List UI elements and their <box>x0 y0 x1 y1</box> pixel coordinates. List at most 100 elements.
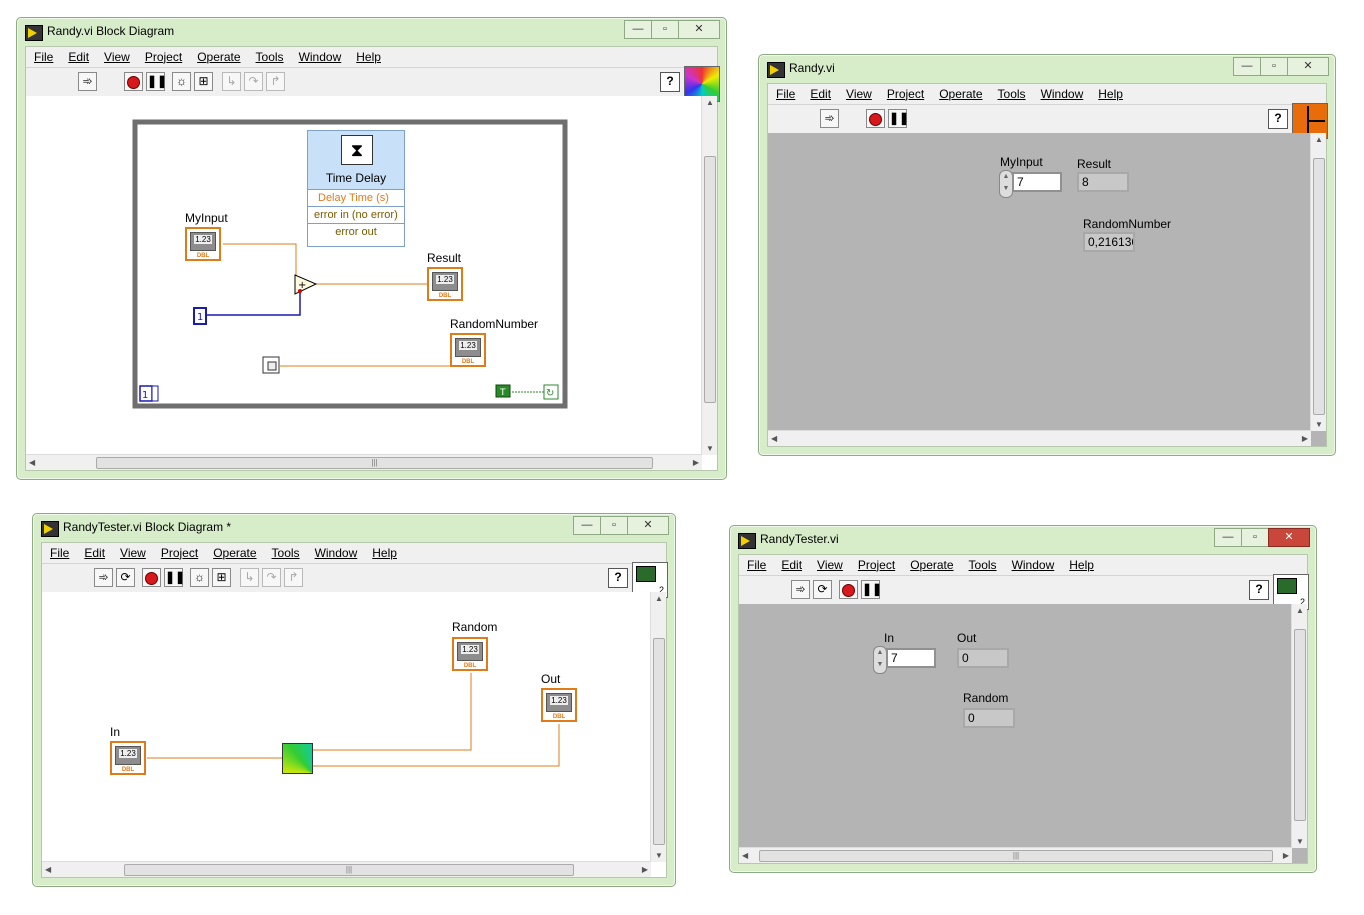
scroll-right-icon[interactable]: ▶ <box>1301 434 1308 443</box>
time-delay-express-vi[interactable]: ⧗ Time Delay Delay Time (s) error in (no… <box>307 130 405 247</box>
menu-help[interactable]: Help <box>1069 558 1094 572</box>
scroll-left-icon[interactable]: ◀ <box>771 434 778 443</box>
close-button[interactable]: ✕ <box>1287 57 1329 76</box>
true-constant[interactable] <box>495 384 511 398</box>
abort-button[interactable] <box>866 109 885 128</box>
menu-view[interactable]: View <box>846 87 872 101</box>
menu-operate[interactable]: Operate <box>939 87 983 101</box>
context-help-button[interactable]: ? <box>1268 109 1288 129</box>
step-over-icon[interactable]: ↷ <box>262 568 281 587</box>
vertical-scroll-thumb[interactable] <box>1294 629 1306 821</box>
scroll-right-icon[interactable]: ▶ <box>641 865 648 874</box>
vertical-scroll-thumb[interactable] <box>704 156 716 403</box>
menu-window[interactable]: Window <box>1011 558 1055 572</box>
vertical-scrollbar[interactable]: ▲ ▼ <box>701 96 717 455</box>
close-button[interactable]: ✕ <box>627 516 669 535</box>
front-panel-canvas[interactable]: In ▲▼ 7 Out 0 Random 0 ▲ ▼ ◀ ||| ▶ <box>739 604 1307 863</box>
menu-file[interactable]: File <box>776 87 796 101</box>
vertical-scrollbar[interactable]: ▲ ▼ <box>650 592 666 862</box>
horizontal-scrollbar[interactable]: ◀ ▶ <box>768 430 1311 446</box>
horizontal-scrollbar[interactable]: ◀ ||| ▶ <box>42 861 651 877</box>
scroll-down-icon[interactable]: ▼ <box>1315 420 1323 429</box>
run-arrow-icon[interactable]: ➾ <box>791 580 810 599</box>
vertical-scroll-thumb[interactable] <box>1313 158 1325 415</box>
run-continuously-icon[interactable]: ⟳ <box>813 580 832 599</box>
scroll-up-icon[interactable]: ▲ <box>655 594 663 603</box>
scroll-up-icon[interactable]: ▲ <box>1315 135 1323 144</box>
horizontal-scroll-thumb[interactable]: ||| <box>96 457 653 469</box>
pause-button[interactable]: ❚❚ <box>861 580 882 599</box>
block-diagram-canvas[interactable]: + T ↻ 1 1 ⧗ <box>26 96 717 470</box>
minimize-button[interactable]: — <box>1214 528 1242 547</box>
step-over-icon[interactable]: ↷ <box>244 72 263 91</box>
menu-operate[interactable]: Operate <box>910 558 954 572</box>
in-numeric-control[interactable]: 7 <box>886 648 936 668</box>
horizontal-scroll-thumb[interactable]: ||| <box>759 850 1273 862</box>
scroll-down-icon[interactable]: ▼ <box>655 851 663 860</box>
pause-button[interactable]: ❚❚ <box>888 109 909 128</box>
menu-edit[interactable]: Edit <box>781 558 803 572</box>
menu-help[interactable]: Help <box>1098 87 1123 101</box>
abort-button[interactable] <box>839 580 858 599</box>
out-indicator-terminal[interactable]: 1.23 DBL <box>541 688 577 722</box>
menu-help[interactable]: Help <box>372 546 397 560</box>
run-continuously-icon[interactable]: ⟳ <box>116 568 135 587</box>
menu-file[interactable]: File <box>50 546 70 560</box>
numeric-constant[interactable] <box>193 307 207 325</box>
error-in-input[interactable]: error in (no error) <box>308 206 404 224</box>
horizontal-scrollbar[interactable]: ◀ ||| ▶ <box>739 847 1292 863</box>
error-out-output[interactable]: error out <box>308 223 404 241</box>
menu-file[interactable]: File <box>747 558 767 572</box>
close-button[interactable]: ✕ <box>1268 528 1310 547</box>
maximize-button[interactable]: ▫ <box>651 20 679 39</box>
scroll-left-icon[interactable]: ◀ <box>742 851 749 860</box>
maximize-button[interactable]: ▫ <box>1241 528 1269 547</box>
maximize-button[interactable]: ▫ <box>600 516 628 535</box>
scroll-left-icon[interactable]: ◀ <box>45 865 52 874</box>
in-control-terminal[interactable]: 1.23 DBL <box>110 741 146 775</box>
step-out-icon[interactable]: ↱ <box>266 72 285 91</box>
menu-tools[interactable]: Tools <box>997 87 1026 101</box>
result-indicator-terminal[interactable]: 1.23 DBL <box>427 267 463 301</box>
while-loop-frame[interactable] <box>132 119 568 409</box>
minimize-button[interactable]: — <box>1233 57 1261 76</box>
run-arrow-icon[interactable]: ➾ <box>94 568 113 587</box>
title-bar[interactable]: RandyTester.vi — ▫ ✕ <box>730 526 1316 554</box>
menu-project[interactable]: Project <box>857 558 896 572</box>
menu-tools[interactable]: Tools <box>271 546 300 560</box>
menu-window[interactable]: Window <box>314 546 358 560</box>
menu-operate[interactable]: Operate <box>213 546 257 560</box>
scroll-right-icon[interactable]: ▶ <box>1282 851 1289 860</box>
context-help-button[interactable]: ? <box>608 568 628 588</box>
menu-project[interactable]: Project <box>886 87 925 101</box>
menu-edit[interactable]: Edit <box>84 546 106 560</box>
minimize-button[interactable]: — <box>624 20 652 39</box>
step-into-icon[interactable]: ↳ <box>222 72 241 91</box>
vertical-scroll-thumb[interactable] <box>653 638 665 845</box>
menu-edit[interactable]: Edit <box>68 50 90 64</box>
menu-window[interactable]: Window <box>298 50 342 64</box>
randomnumber-indicator-terminal[interactable]: 1.23 DBL <box>450 333 486 367</box>
abort-button[interactable] <box>124 72 143 91</box>
menu-tools[interactable]: Tools <box>255 50 284 64</box>
run-arrow-icon[interactable]: ➾ <box>820 109 839 128</box>
delay-time-input[interactable]: Delay Time (s) <box>308 189 404 207</box>
randy-subvi-node[interactable] <box>282 743 313 774</box>
run-arrow-icon[interactable]: ➾ <box>78 72 97 91</box>
menu-help[interactable]: Help <box>356 50 381 64</box>
scroll-up-icon[interactable]: ▲ <box>706 98 714 107</box>
pause-button[interactable]: ❚❚ <box>164 568 185 587</box>
context-help-button[interactable]: ? <box>1249 580 1269 600</box>
menu-edit[interactable]: Edit <box>810 87 832 101</box>
menu-project[interactable]: Project <box>160 546 199 560</box>
highlight-execution-bulb-icon[interactable]: ☼ <box>190 568 209 587</box>
increment-decrement-icon[interactable]: ▲▼ <box>873 646 887 674</box>
step-into-icon[interactable]: ↳ <box>240 568 259 587</box>
step-out-icon[interactable]: ↱ <box>284 568 303 587</box>
highlight-execution-bulb-icon[interactable]: ☼ <box>172 72 191 91</box>
horizontal-scroll-thumb[interactable]: ||| <box>124 864 574 876</box>
scroll-down-icon[interactable]: ▼ <box>706 444 714 453</box>
horizontal-scrollbar[interactable]: ◀ ||| ▶ <box>26 454 702 470</box>
vertical-scrollbar[interactable]: ▲ ▼ <box>1310 133 1326 431</box>
myinput-control-terminal[interactable]: 1.23 DBL <box>185 227 221 261</box>
